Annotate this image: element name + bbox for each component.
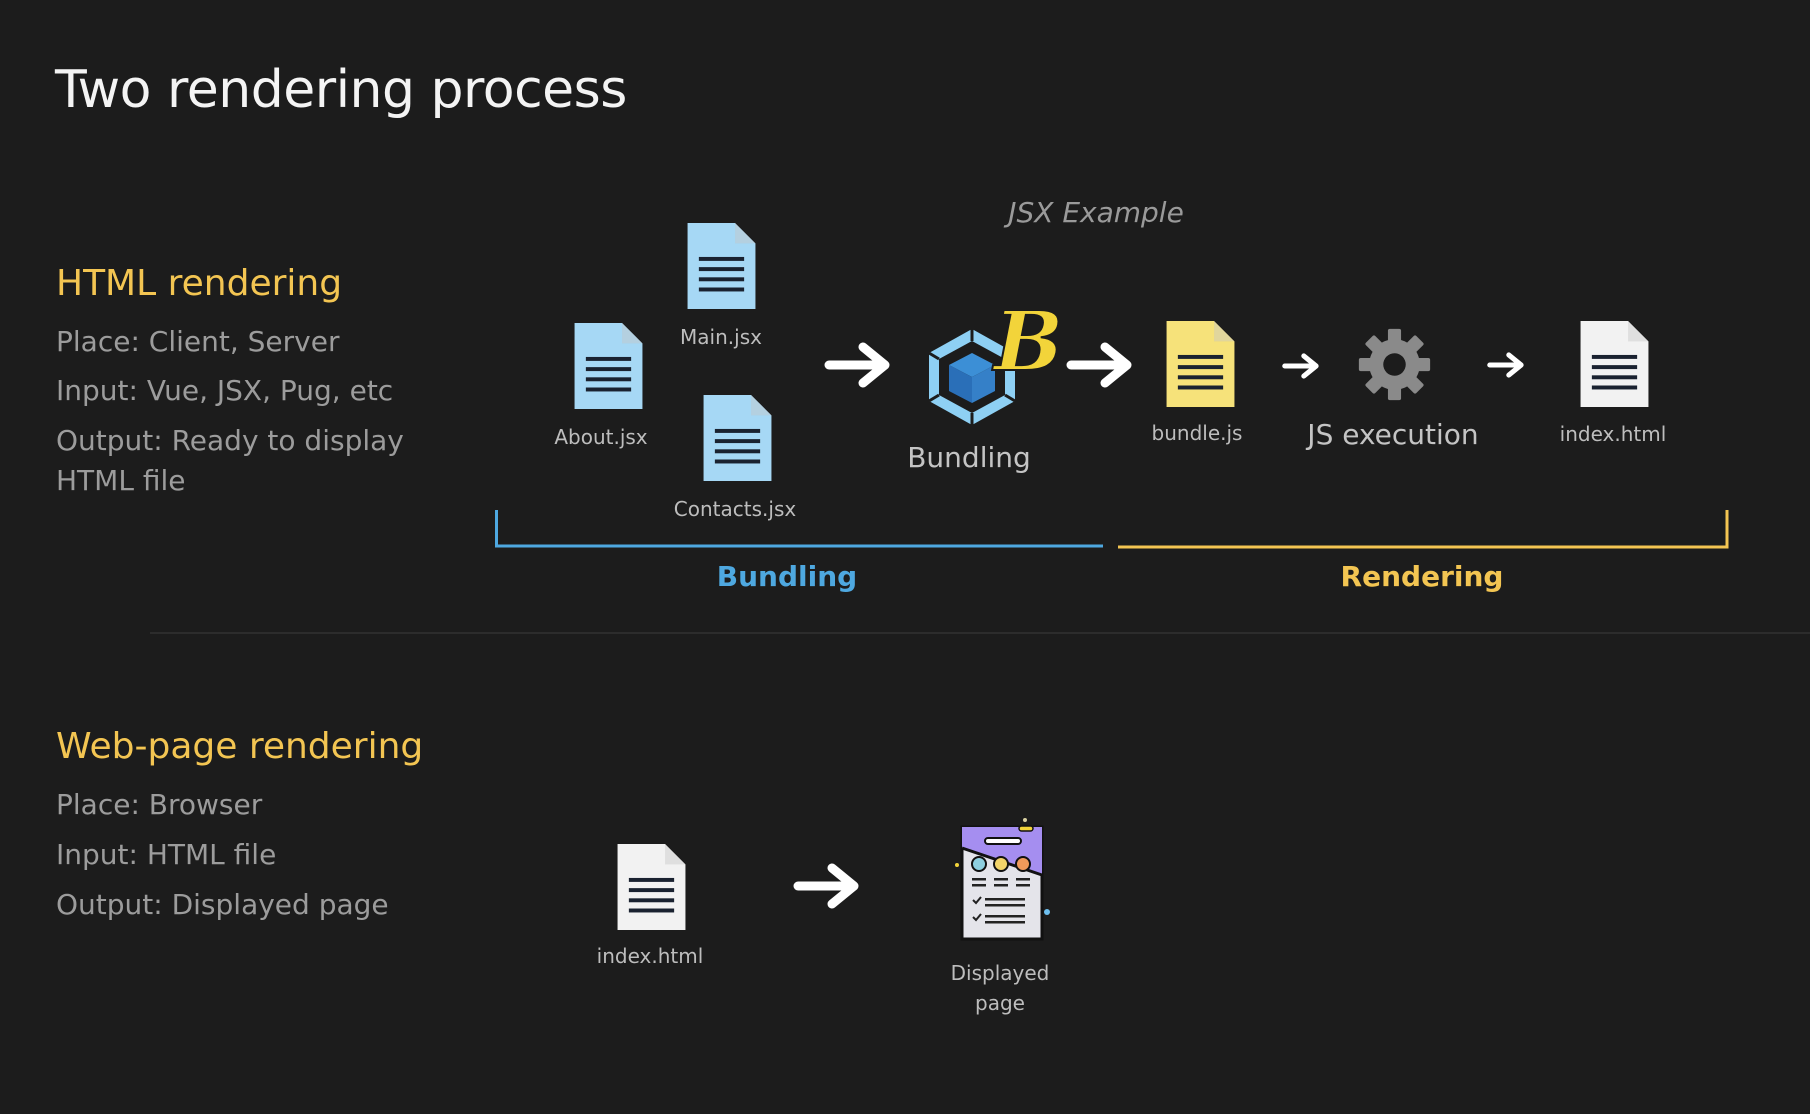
displayed-page-label-line1: Displayed: [950, 961, 1050, 985]
index-html-label: index.html: [1559, 422, 1667, 446]
index-html-label: index.html: [596, 944, 704, 968]
bundler-label: Bundling: [907, 441, 1031, 474]
about-jsx-label: About.jsx: [554, 425, 648, 449]
about-jsx-file-icon: [574, 323, 643, 409]
rendering-phase-label: Rendering: [1340, 560, 1504, 593]
index-html-file-icon: [1580, 321, 1649, 407]
bundling-phase-bracket: [495, 510, 1103, 548]
webpage-rendering-heading: Web-page rendering: [56, 726, 424, 767]
bundle-js-label: bundle.js: [1151, 421, 1243, 445]
bundle-js-file-icon: [1166, 321, 1235, 407]
arrow-right-icon: [1062, 340, 1138, 390]
html-rendering-output: Output: Ready to display: [56, 424, 404, 457]
arrow-right-icon: [822, 340, 894, 390]
webpack-bundler-icon: [928, 329, 1016, 425]
main-jsx-label: Main.jsx: [680, 325, 762, 349]
displayed-page-label-line2: page: [975, 991, 1025, 1015]
html-rendering-place: Place: Client, Server: [56, 325, 340, 358]
displayed-page-icon: [955, 818, 1050, 941]
gear-icon: [1358, 328, 1431, 401]
arrow-right-icon: [1281, 352, 1321, 380]
page-title: Two rendering process: [55, 60, 627, 120]
contacts-jsx-label: Contacts.jsx: [673, 497, 797, 521]
babel-b-icon: B: [991, 293, 1064, 391]
rendering-phase-bracket: [1118, 510, 1729, 549]
main-jsx-file-icon: [687, 223, 756, 309]
html-rendering-output-cont: HTML file: [56, 464, 186, 497]
html-rendering-input: Input: Vue, JSX, Pug, etc: [56, 374, 394, 407]
js-execution-label: JS execution: [1307, 418, 1479, 451]
svg-text:B: B: [992, 294, 1063, 390]
section-divider: [150, 632, 1810, 634]
arrow-right-icon: [790, 861, 864, 911]
index-html-file-icon: [617, 844, 686, 930]
arrow-right-icon: [1486, 351, 1526, 379]
displayed-page-label: Displayed page: [951, 958, 1050, 1018]
jsx-example-caption: JSX Example: [1008, 196, 1184, 229]
bundling-phase-label: Bundling: [716, 560, 858, 593]
webpage-rendering-input: Input: HTML file: [56, 838, 277, 871]
html-rendering-heading: HTML rendering: [56, 263, 343, 304]
webpage-rendering-place: Place: Browser: [56, 788, 263, 821]
webpage-rendering-output: Output: Displayed page: [56, 888, 389, 921]
contacts-jsx-file-icon: [703, 395, 772, 481]
